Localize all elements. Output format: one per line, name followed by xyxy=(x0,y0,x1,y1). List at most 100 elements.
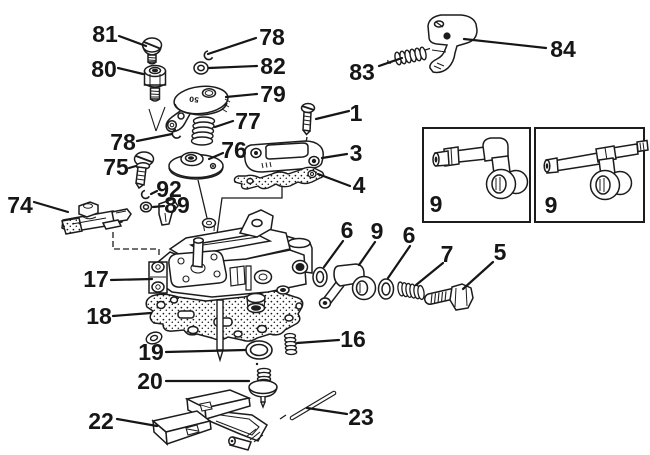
leader-81 xyxy=(117,34,148,48)
callout-20: 20 xyxy=(137,368,163,394)
leader-3 xyxy=(320,152,349,160)
leader-6a xyxy=(322,239,345,269)
part-1-screw xyxy=(300,102,316,136)
leader-6b xyxy=(386,244,412,280)
callout-18: 18 xyxy=(86,303,112,329)
part-76-diaphragm-cover xyxy=(168,151,224,180)
part-16-spring xyxy=(283,332,298,356)
part-75-screw xyxy=(133,151,155,190)
part-81-screw xyxy=(141,37,163,65)
connector-cover-body xyxy=(215,185,283,242)
callout-16: 16 xyxy=(340,326,366,352)
leader-74 xyxy=(32,200,70,214)
callout-92: 92 xyxy=(156,176,182,202)
part-80-plug xyxy=(143,64,167,102)
callout-80: 80 xyxy=(91,56,117,82)
inset-box-9-left: 9 xyxy=(422,127,531,223)
leader-77 xyxy=(213,119,235,129)
part-4-gasket xyxy=(233,166,325,190)
leader-80 xyxy=(116,66,145,76)
leader-1 xyxy=(314,109,351,121)
callout-6-washer: 6 xyxy=(341,217,354,243)
callout-1: 1 xyxy=(350,100,363,126)
part-6-oring xyxy=(377,278,395,300)
callout-23: 23 xyxy=(348,404,374,430)
part-74-lever xyxy=(61,201,132,235)
leader-75 xyxy=(127,164,138,170)
connector-74-body xyxy=(112,232,160,255)
leader-7 xyxy=(414,261,445,287)
inset-right-fitting xyxy=(543,139,649,201)
part-3-cover xyxy=(244,140,324,173)
callout-75: 75 xyxy=(103,154,129,180)
callout-82: 82 xyxy=(260,53,286,79)
part-89-washer xyxy=(139,201,153,213)
leader-78a xyxy=(206,36,258,56)
part-23-float-pin xyxy=(289,390,337,421)
leader-22 xyxy=(115,417,159,428)
part-20-needle-valve xyxy=(248,367,278,409)
part-6-washer xyxy=(312,266,328,288)
callout-78-top: 78 xyxy=(259,24,285,50)
callout-83: 83 xyxy=(349,59,375,85)
callout-6-oring: 6 xyxy=(403,222,416,248)
part-78-clip-top xyxy=(203,50,214,61)
inset-box-9-right: 9 xyxy=(534,127,649,223)
part-79-stamp: 50 xyxy=(189,94,200,103)
leader-9 xyxy=(357,240,377,267)
inset-left-fitting xyxy=(432,137,529,200)
callout-79: 79 xyxy=(260,81,286,107)
part-17-carburetor-body xyxy=(148,198,313,314)
callout-19: 19 xyxy=(138,339,164,365)
callout-74: 74 xyxy=(7,192,33,218)
leader-89 xyxy=(151,204,166,209)
callout-17: 17 xyxy=(83,266,109,292)
dash-pin23 xyxy=(279,414,287,420)
part-19-oring xyxy=(245,340,273,360)
callout-76: 76 xyxy=(221,137,247,163)
leader-lines xyxy=(32,34,548,428)
inset-left-label: 9 xyxy=(430,191,443,217)
leader-16 xyxy=(295,338,341,345)
callout-9: 9 xyxy=(371,218,384,244)
connector-78b-v2 xyxy=(148,108,157,132)
callout-78-mid: 78 xyxy=(110,129,136,155)
leader-17 xyxy=(109,277,154,282)
leader-4 xyxy=(316,172,352,188)
callout-3: 3 xyxy=(350,140,363,166)
leader-78b xyxy=(135,132,174,143)
part-83-spring xyxy=(387,46,431,66)
part-78-clip-mid xyxy=(171,128,182,139)
part-82-washer xyxy=(193,61,209,75)
connector-78b-v1 xyxy=(155,106,166,132)
callout-7: 7 xyxy=(441,241,454,267)
leader-23 xyxy=(305,406,349,416)
callout-84: 84 xyxy=(550,36,576,62)
part-92-clip xyxy=(140,189,150,200)
part-84-cam-lever xyxy=(427,14,478,74)
part-7-spring xyxy=(397,281,425,301)
callout-labels: 81 78 80 82 79 77 78 75 76 92 89 74 17 1… xyxy=(7,21,576,434)
part-9-elbow-fitting xyxy=(318,263,377,309)
callout-77: 77 xyxy=(235,108,261,134)
part-22-float xyxy=(151,389,268,451)
leader-5 xyxy=(461,260,495,291)
connector-76-body xyxy=(197,179,208,219)
leader-76 xyxy=(207,151,225,161)
dash-oring19 xyxy=(255,362,259,366)
part-5-bolt xyxy=(424,283,474,311)
leader-84 xyxy=(462,37,548,50)
callout-81: 81 xyxy=(92,21,118,47)
callout-4: 4 xyxy=(353,172,366,198)
callout-22: 22 xyxy=(88,408,114,434)
leader-18 xyxy=(111,311,153,318)
leader-82 xyxy=(207,64,259,70)
callout-5: 5 xyxy=(494,239,507,265)
leader-19 xyxy=(164,348,247,354)
part-18-gasket xyxy=(145,290,304,342)
part-79-cam: 50 xyxy=(165,85,231,133)
inset-right-label: 9 xyxy=(545,192,558,218)
leader-92 xyxy=(149,189,159,196)
